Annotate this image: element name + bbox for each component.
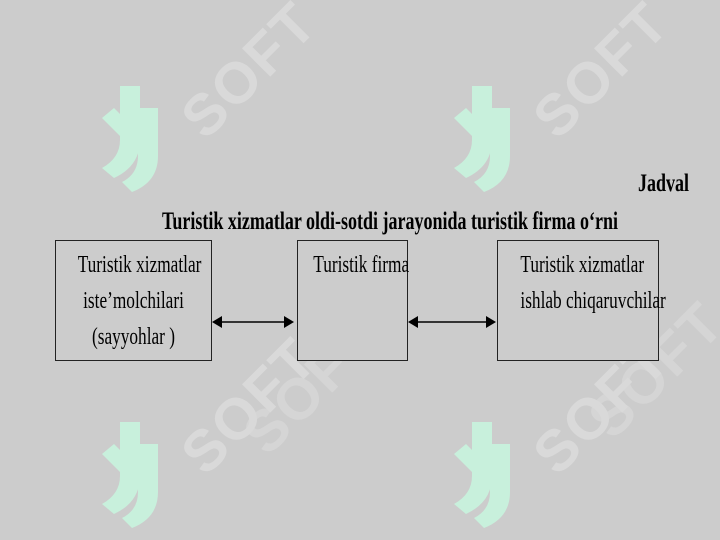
arrow-consumers-firm (212, 316, 294, 328)
consumers-line-1: Turistik xizmatlar (77, 252, 202, 278)
consumers-line-3: (sayyohlar ) (91, 324, 176, 350)
table-heading: Jadval (638, 170, 690, 197)
arrow-firm-producers (408, 316, 496, 328)
tourist-firm-box: Turistik firma (297, 240, 409, 361)
consumers-line-2: iste’molchilari (83, 288, 184, 314)
producers-box: Turistik xizmatlar ishlab chiqaruvchilar (497, 240, 666, 361)
producers-line-1: Turistik xizmatlar (520, 252, 645, 278)
consumers-box: Turistik xizmatlar iste’molchilari (sayy… (55, 240, 212, 361)
diagram-title: Turistik xizmatlar oldi-sotdi jarayonida… (162, 208, 619, 235)
